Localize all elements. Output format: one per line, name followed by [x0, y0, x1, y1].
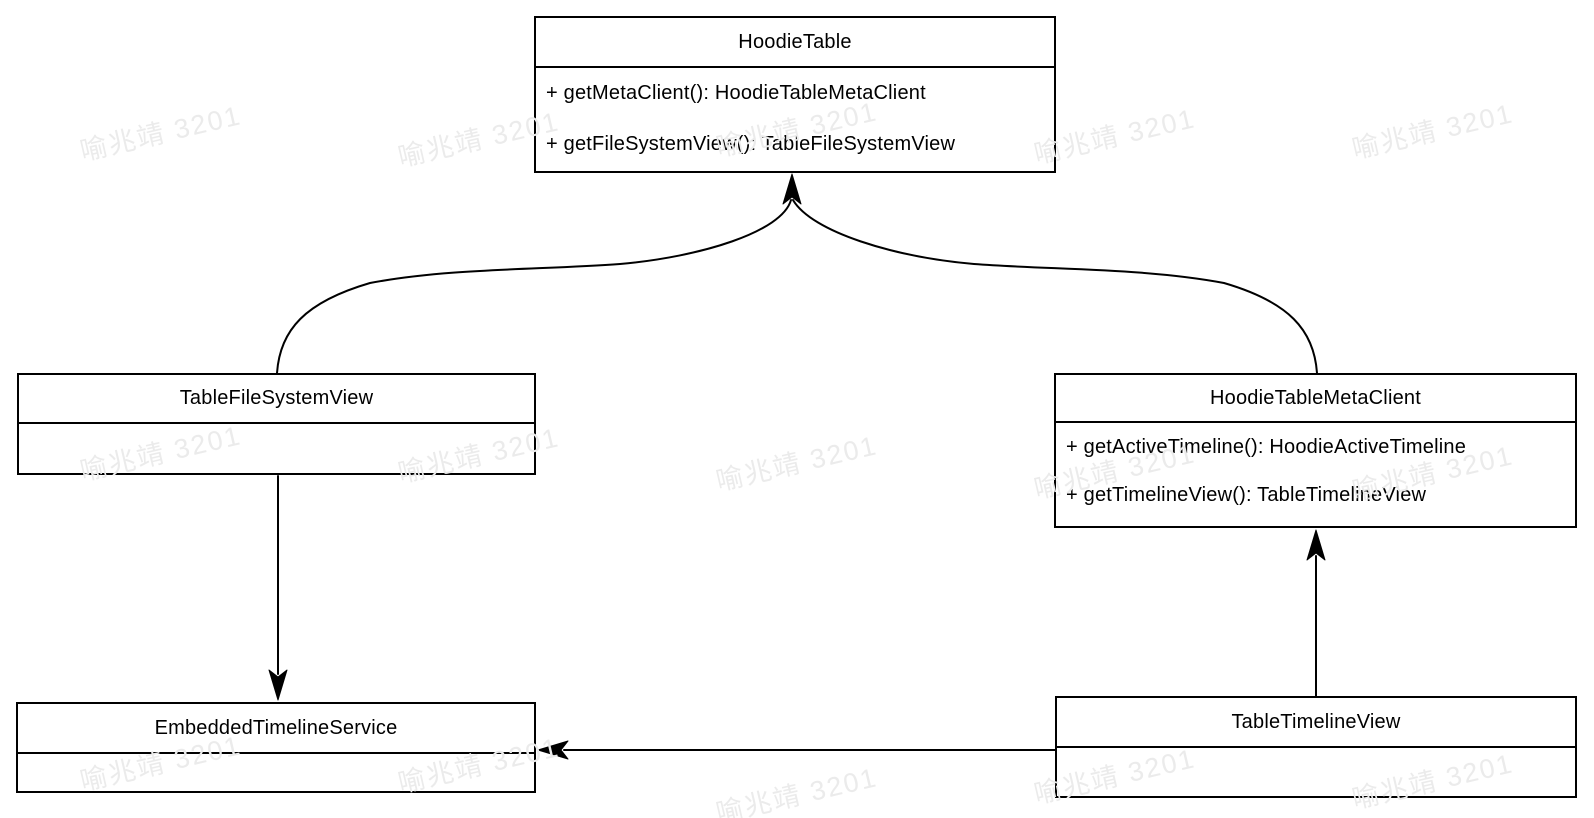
class-hoodie-table: HoodieTable + getMetaClient(): HoodieTab… — [534, 16, 1056, 173]
arrowhead-up-hoodietable — [782, 173, 802, 205]
class-table-timeline-view-title: TableTimelineView — [1057, 698, 1575, 748]
arrowhead-down-embeddedtimelineservice — [268, 669, 288, 701]
edge-hoodietablemetaclient-to-hoodietable — [792, 199, 1318, 374]
method-getfilesystemview: + getFileSystemView(): TableFileSystemVi… — [546, 133, 956, 155]
method-getmetaclient: + getMetaClient(): HoodieTableMetaClient — [546, 82, 926, 104]
class-hoodie-table-meta-client-title: HoodieTableMetaClient — [1056, 375, 1575, 423]
class-table-file-system-view: TableFileSystemView — [17, 373, 536, 475]
class-table-file-system-view-title: TableFileSystemView — [19, 375, 534, 424]
class-hoodie-table-meta-client-body: + getActiveTimeline(): HoodieActiveTimel… — [1056, 423, 1575, 519]
class-embedded-timeline-service-title: EmbeddedTimelineService — [18, 704, 534, 754]
edge-tablefilesystemview-to-hoodietable — [276, 199, 792, 374]
method-getactivetimeline: + getActiveTimeline(): HoodieActiveTimel… — [1066, 436, 1467, 458]
arrowhead-left-embeddedtimelineservice — [537, 740, 569, 760]
class-hoodie-table-body: + getMetaClient(): HoodieTableMetaClient… — [536, 68, 1054, 170]
class-hoodie-table-title: HoodieTable — [536, 18, 1054, 68]
arrowhead-up-hoodietablemetaclient — [1306, 529, 1326, 561]
class-hoodie-table-meta-client: HoodieTableMetaClient + getActiveTimelin… — [1054, 373, 1577, 528]
class-embedded-timeline-service: EmbeddedTimelineService — [16, 702, 536, 793]
method-gettimelineview: + getTimelineView(): TableTimelineView — [1066, 484, 1427, 506]
class-table-timeline-view: TableTimelineView — [1055, 696, 1577, 798]
